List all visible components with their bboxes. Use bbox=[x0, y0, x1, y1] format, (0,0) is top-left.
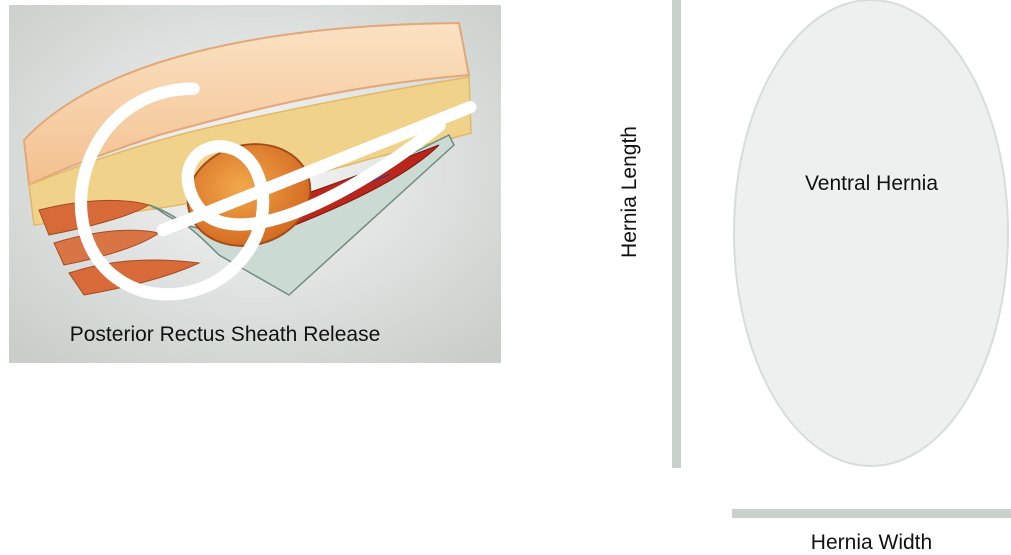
ventral-hernia-label: Ventral Hernia bbox=[732, 172, 1011, 196]
hernia-length-bar bbox=[672, 0, 681, 468]
ventral-hernia-ellipse bbox=[732, 0, 1011, 470]
hernia-width-bar bbox=[732, 509, 1011, 518]
artist-signature bbox=[9, 5, 501, 363]
posterior-rectus-sheath-illustration: Posterior Rectus Sheath Release bbox=[9, 5, 501, 363]
hernia-length-text: Hernia Length bbox=[618, 126, 642, 258]
hernia-width-label: Hernia Width bbox=[732, 531, 1011, 555]
